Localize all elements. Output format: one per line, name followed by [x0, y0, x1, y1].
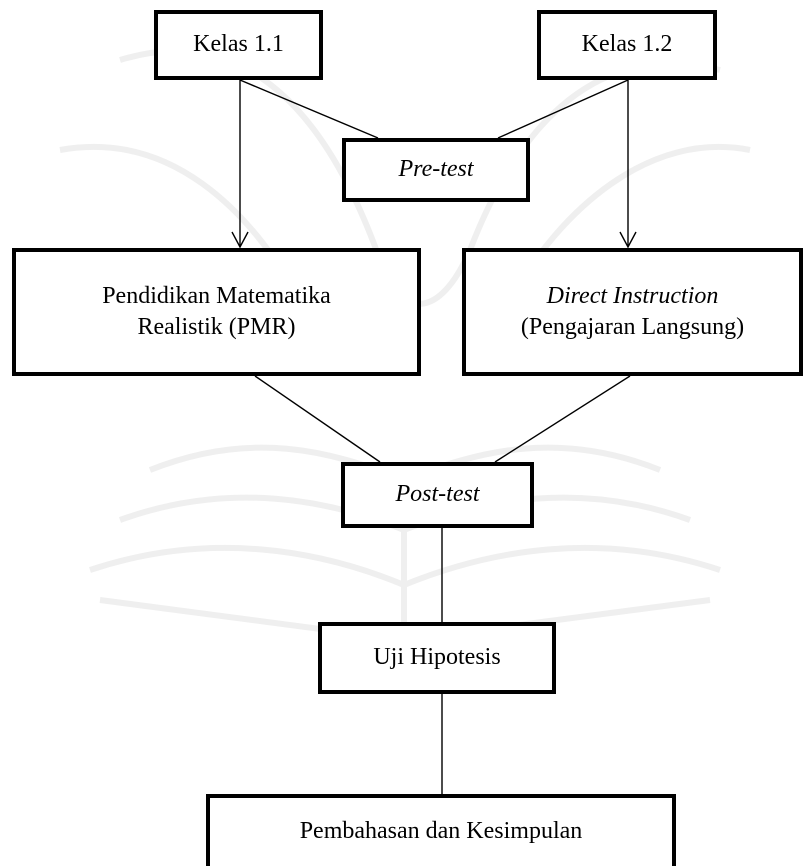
direct-instruction-box: Direct Instruction (Pengajaran Langsung) — [462, 248, 803, 376]
arrowhead-di — [619, 231, 637, 249]
di-label-line2: (Pengajaran Langsung) — [520, 314, 745, 340]
watermark-emblem — [59, 48, 751, 644]
arrowhead-pmr — [231, 231, 249, 249]
edge-kelas11-pretest — [239, 79, 379, 139]
pembahasan-label: Pembahasan dan Kesimpulan — [299, 818, 583, 845]
kelas-1-2-label: Kelas 1.2 — [581, 31, 673, 58]
di-label-line1: Direct Instruction — [546, 282, 719, 309]
post-test-box: Post-test — [341, 462, 534, 528]
edge-di-posttest — [494, 375, 631, 463]
pmr-label-line1: Pendidikan Matematika — [102, 282, 331, 309]
pmr-label-line2: Realistik (PMR) — [137, 314, 296, 340]
uji-hipotesis-label: Uji Hipotesis — [373, 644, 501, 671]
kelas-1-1-label: Kelas 1.1 — [193, 31, 284, 58]
kelas-1-2-box: Kelas 1.2 — [537, 10, 717, 80]
uji-hipotesis-box: Uji Hipotesis — [318, 622, 556, 694]
edge-pmr-posttest — [254, 375, 381, 463]
pmr-box: Pendidikan Matematika Realistik (PMR) — [12, 248, 421, 376]
pre-test-label: Pre-test — [398, 156, 474, 183]
pre-test-box: Pre-test — [342, 138, 530, 202]
kelas-1-1-box: Kelas 1.1 — [154, 10, 323, 80]
post-test-label: Post-test — [395, 481, 480, 508]
pembahasan-box: Pembahasan dan Kesimpulan — [206, 794, 676, 866]
edge-kelas12-pretest — [497, 79, 629, 139]
